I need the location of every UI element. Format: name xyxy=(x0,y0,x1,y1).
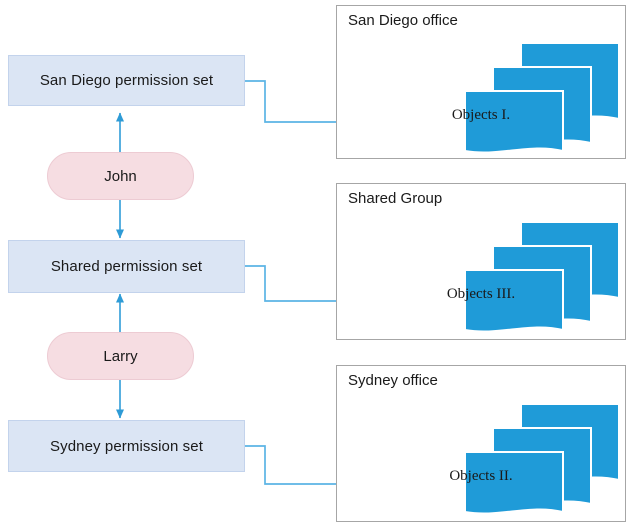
document-stack-objects-3 xyxy=(399,221,620,332)
group-panel-shared-group: Shared Group Objects III. xyxy=(336,183,626,340)
permission-set-san-diego[interactable]: San Diego permission set xyxy=(8,55,245,106)
user-label: John xyxy=(104,167,137,185)
group-panel-sydney-office: Sydney office Objects II. xyxy=(336,365,626,522)
group-title: San Diego office xyxy=(348,12,458,29)
document-label-objects-3: Objects III. xyxy=(446,286,516,302)
group-title: Sydney office xyxy=(348,372,438,389)
group-panel-san-diego-office: San Diego office Objects I. xyxy=(336,5,626,159)
permission-set-label: San Diego permission set xyxy=(39,72,214,89)
permission-set-label: Sydney permission set xyxy=(49,437,203,455)
document-stack-objects-1 xyxy=(399,42,620,153)
user-larry[interactable]: Larry xyxy=(47,332,194,380)
user-john[interactable]: John xyxy=(47,152,194,200)
document-stack-objects-2 xyxy=(399,403,620,514)
user-label: Larry xyxy=(103,347,138,365)
document-label-objects-2: Objects II. xyxy=(449,468,513,484)
group-title: Shared Group xyxy=(348,190,443,207)
permission-set-shared[interactable]: Shared permission set xyxy=(8,240,245,293)
permission-set-sydney[interactable]: Sydney permission set xyxy=(8,420,245,472)
document-label-objects-1: Objects I. xyxy=(451,107,511,123)
permission-set-label: Shared permission set xyxy=(50,258,203,275)
